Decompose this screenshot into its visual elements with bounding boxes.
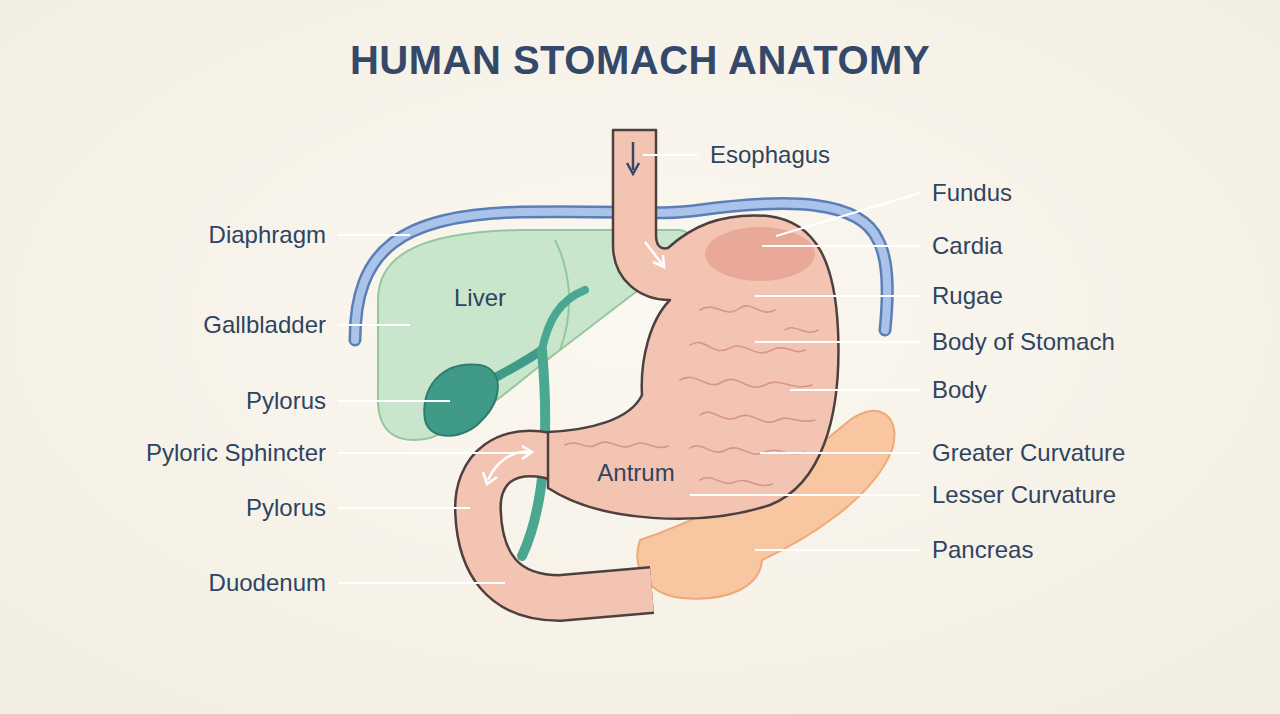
leader-line (338, 582, 505, 584)
flow-arrowhead (627, 163, 639, 174)
ruga (700, 412, 815, 422)
leader-line (755, 341, 920, 343)
part-label: Body (932, 376, 987, 405)
leader-line (643, 154, 698, 156)
part-label: Esophagus (710, 141, 830, 170)
part-label: Cardia (932, 232, 1003, 261)
stomach (548, 130, 838, 519)
leader-line (338, 400, 450, 402)
part-label: Pylorus (246, 387, 326, 416)
leader-lines (338, 155, 920, 583)
part-label: Antrum (597, 459, 674, 488)
leader-line (755, 295, 920, 297)
part-label: Liver (454, 284, 506, 313)
diagram-title: HUMAN STOMACH ANATOMY (350, 36, 930, 84)
leader-line (338, 324, 410, 326)
ruga (565, 442, 668, 447)
part-label: Pylorus (246, 494, 326, 523)
part-label: Diaphragm (209, 221, 326, 250)
flow-arrow (645, 242, 662, 264)
ruga (785, 328, 818, 333)
part-label: Body of Stomach (932, 328, 1115, 357)
leader-line (755, 549, 920, 551)
leader-line (762, 245, 920, 247)
liver-lobe-line (555, 240, 569, 350)
ruga (680, 377, 812, 387)
leader-line (338, 507, 470, 509)
leader-line (760, 452, 920, 454)
hepatic-duct (542, 290, 585, 350)
part-label: Pancreas (932, 536, 1033, 565)
ruga (690, 342, 805, 352)
leader-line (790, 389, 920, 391)
flow-arrowhead (653, 255, 664, 267)
part-label: Greater Curvature (932, 439, 1125, 468)
part-label: Lesser Curvature (932, 481, 1116, 510)
part-label: Gallbladder (203, 311, 326, 340)
ruga (700, 306, 775, 312)
rugae-folds (565, 306, 818, 486)
part-label: Rugae (932, 282, 1003, 311)
part-label: Duodenum (209, 569, 326, 598)
ruga (700, 478, 772, 486)
part-label: Fundus (932, 179, 1012, 208)
leader-line (338, 452, 528, 454)
leader-line (338, 234, 410, 236)
part-label: Pyloric Sphincter (146, 439, 326, 468)
sphincter-arrowhead (483, 472, 497, 484)
leader-line (690, 494, 920, 496)
flow-arrow (632, 142, 635, 170)
sphincter-arrow (488, 452, 530, 480)
leader-line (776, 193, 920, 236)
fundus-dome (705, 227, 815, 281)
